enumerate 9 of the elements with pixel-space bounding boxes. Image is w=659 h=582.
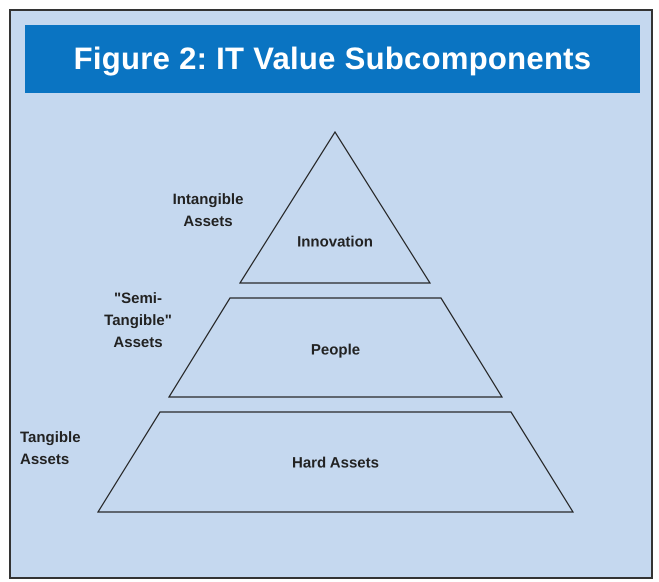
pyramid-tier xyxy=(169,298,502,397)
tier-label: Hard Assets xyxy=(292,454,379,472)
tier-label: People xyxy=(310,342,360,358)
pyramid-tier xyxy=(98,412,573,512)
title-banner: Figure 2: IT Value Subcomponents xyxy=(25,25,640,93)
side-label: Tangible Assets xyxy=(20,428,82,470)
side-label: "Semi-Tangible" Assets xyxy=(103,289,173,353)
tier-label: Innovation xyxy=(297,234,373,250)
side-label: Intangible Assets xyxy=(172,190,244,232)
